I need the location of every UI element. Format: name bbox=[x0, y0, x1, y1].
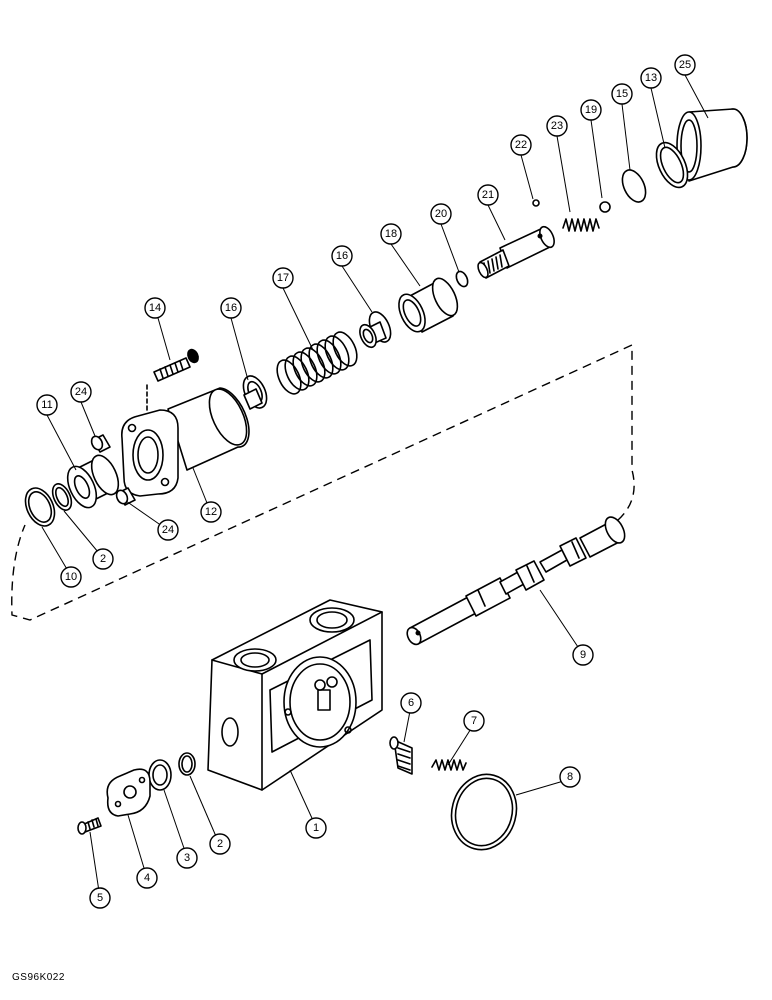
svg-text:11: 11 bbox=[41, 399, 52, 411]
callout-3: 3 bbox=[176, 847, 198, 869]
part-plate-4 bbox=[106, 768, 151, 817]
part-spring-23 bbox=[562, 218, 600, 232]
part-spring-seat-16a bbox=[359, 311, 392, 349]
callout-19: 19 bbox=[580, 99, 602, 121]
alignment-dashed-line bbox=[11, 343, 635, 621]
part-sleeve-25 bbox=[676, 108, 748, 182]
callout-15: 15 bbox=[611, 83, 633, 105]
svg-text:14: 14 bbox=[149, 302, 161, 314]
callout-20: 20 bbox=[430, 203, 452, 225]
callout-2-lower: 2 bbox=[209, 833, 231, 855]
figure-code: GS96K022 bbox=[12, 972, 65, 983]
svg-text:17: 17 bbox=[277, 272, 289, 284]
part-small-ball-22 bbox=[532, 199, 540, 207]
callout-5: 5 bbox=[89, 887, 111, 909]
part-plug-6 bbox=[389, 736, 413, 775]
svg-text:24: 24 bbox=[162, 524, 174, 536]
svg-text:5: 5 bbox=[97, 892, 103, 904]
svg-text:13: 13 bbox=[645, 72, 657, 84]
callout-23: 23 bbox=[546, 115, 568, 137]
part-spring-7 bbox=[431, 759, 467, 771]
part-screw-5 bbox=[77, 817, 102, 835]
part-ring-13 bbox=[655, 141, 689, 189]
callout-10: 10 bbox=[60, 566, 82, 588]
part-oring-2b bbox=[178, 752, 196, 776]
callout-24-lower: 24 bbox=[157, 519, 179, 541]
svg-text:22: 22 bbox=[515, 139, 527, 151]
callout-13: 13 bbox=[640, 67, 662, 89]
callout-8: 8 bbox=[559, 766, 581, 788]
callout-16-lower: 16 bbox=[220, 297, 242, 319]
callout-11: 11 bbox=[36, 394, 58, 416]
svg-text:23: 23 bbox=[551, 120, 563, 132]
part-snap-ring-10 bbox=[24, 487, 56, 527]
part-screw-14 bbox=[146, 348, 199, 413]
callout-2-upper: 2 bbox=[92, 548, 114, 570]
svg-text:24: 24 bbox=[75, 386, 87, 398]
part-bushing-18 bbox=[398, 277, 459, 333]
callout-18: 18 bbox=[380, 223, 402, 245]
callout-1: 1 bbox=[305, 817, 327, 839]
part-plunger-21 bbox=[477, 225, 555, 279]
svg-text:10: 10 bbox=[65, 571, 77, 583]
part-oring-8 bbox=[450, 773, 518, 851]
part-collar-11 bbox=[66, 454, 120, 509]
svg-text:12: 12 bbox=[205, 506, 217, 518]
svg-text:2: 2 bbox=[217, 838, 223, 850]
callout-7: 7 bbox=[463, 710, 485, 732]
svg-text:7: 7 bbox=[471, 715, 477, 727]
callout-22: 22 bbox=[510, 134, 532, 156]
svg-text:9: 9 bbox=[580, 649, 586, 661]
part-snap-ring-15 bbox=[621, 169, 647, 203]
part-valve-body-1 bbox=[207, 599, 383, 791]
svg-text:21: 21 bbox=[482, 189, 494, 201]
svg-text:18: 18 bbox=[385, 228, 397, 240]
svg-text:3: 3 bbox=[184, 852, 190, 864]
part-dowel-24b bbox=[115, 487, 136, 506]
part-spring-seat-16b bbox=[242, 375, 268, 410]
part-spring-17 bbox=[276, 331, 358, 395]
callout-21: 21 bbox=[477, 184, 499, 206]
callout-25: 25 bbox=[674, 54, 696, 76]
svg-text:2: 2 bbox=[100, 553, 106, 565]
svg-text:6: 6 bbox=[408, 697, 414, 709]
svg-text:20: 20 bbox=[435, 208, 447, 220]
callout-16-upper: 16 bbox=[331, 245, 353, 267]
svg-text:16: 16 bbox=[336, 250, 348, 262]
part-spool-9 bbox=[406, 516, 626, 646]
callout-6: 6 bbox=[400, 692, 422, 714]
callout-12: 12 bbox=[200, 501, 222, 523]
callout-17: 17 bbox=[272, 267, 294, 289]
callout-14: 14 bbox=[144, 297, 166, 319]
callout-24-upper: 24 bbox=[70, 381, 92, 403]
part-oring-2a bbox=[51, 483, 73, 511]
part-housing-12 bbox=[121, 387, 250, 497]
part-oring-20 bbox=[455, 270, 469, 288]
svg-text:1: 1 bbox=[313, 822, 319, 834]
part-dowel-24a bbox=[90, 434, 111, 453]
svg-text:4: 4 bbox=[144, 872, 150, 884]
svg-text:8: 8 bbox=[567, 771, 573, 783]
part-ball-19 bbox=[599, 201, 611, 213]
svg-text:25: 25 bbox=[679, 59, 691, 71]
part-seal-3 bbox=[148, 759, 172, 791]
svg-text:16: 16 bbox=[225, 302, 237, 314]
svg-text:19: 19 bbox=[585, 104, 597, 116]
svg-text:15: 15 bbox=[616, 88, 628, 100]
callout-4: 4 bbox=[136, 867, 158, 889]
leader-lines bbox=[41, 74, 709, 899]
callout-9: 9 bbox=[572, 644, 594, 666]
